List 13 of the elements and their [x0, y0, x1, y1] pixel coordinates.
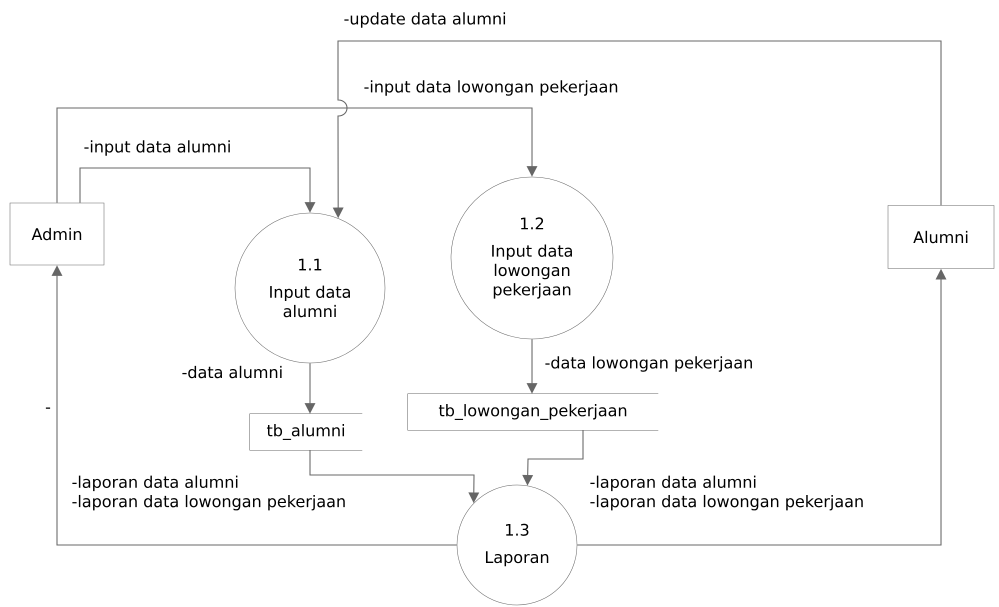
data-store: tb_lowongan_pekerjaan	[407, 393, 659, 431]
edge-label: -data alumni	[180, 364, 284, 380]
edge-label: -input data alumni	[82, 138, 233, 158]
arrow	[56, 107, 538, 203]
external-entity-box: Admin	[10, 202, 104, 266]
edge-label: -data lowongan pekerjaan	[543, 354, 755, 374]
label: -	[46, 408, 50, 409]
edge-label: -update data alumni	[342, 10, 508, 30]
edge-label: -laporan data alumni -laporan data lowongan pekerjaan	[72, 476, 345, 510]
data-store: tb_alumni	[249, 413, 363, 451]
edge-label: -input data lowongan pekerjaan	[362, 78, 620, 98]
edge-label: -laporan data alumni -laporan data lowongan pekerjaan	[590, 476, 863, 510]
external-entity-box: Alumni	[888, 205, 994, 269]
